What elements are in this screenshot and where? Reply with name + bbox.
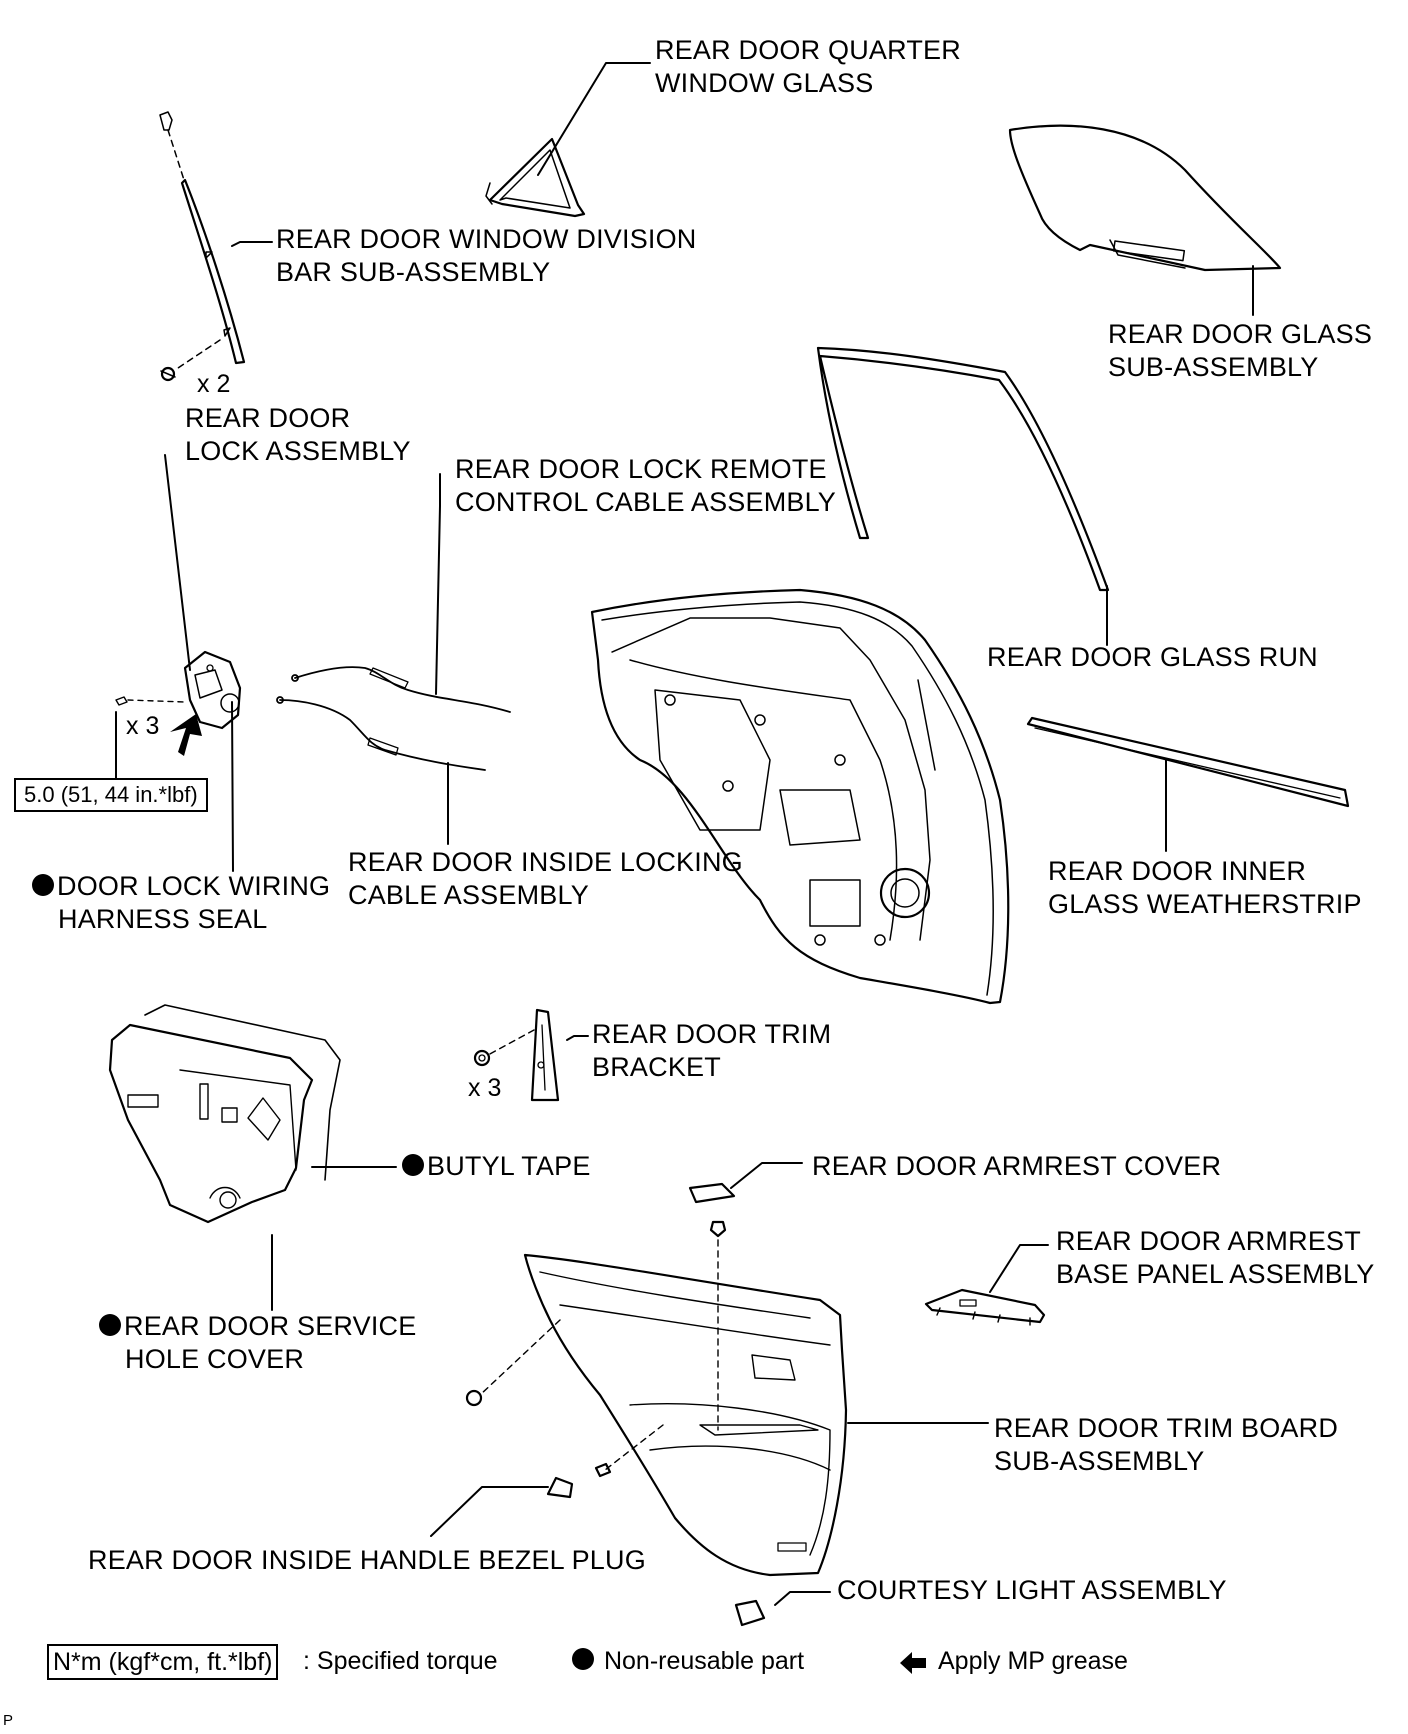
label-inside-locking-cable: REAR DOOR INSIDE LOCKING CABLE ASSEMBLY bbox=[348, 847, 743, 910]
legend-torque-desc: : Specified torque bbox=[303, 1647, 498, 1675]
label-trim-board: REAR DOOR TRIM BOARD SUB-ASSEMBLY bbox=[994, 1413, 1339, 1476]
service-hole-cover bbox=[108, 1004, 341, 1224]
legend-torque-unit-box: N*m (kgf*cm, ft.*lbf) bbox=[47, 1644, 279, 1680]
label-bezel-plug: REAR DOOR INSIDE HANDLE BEZEL PLUG bbox=[88, 1545, 646, 1575]
non-reusable-dot bbox=[99, 1313, 121, 1336]
label-remote-control-cable: REAR DOOR LOCK REMOTE CONTROL CABLE ASSE… bbox=[455, 454, 837, 517]
rear-door-glass bbox=[1008, 124, 1282, 272]
label-harness-seal: DOOR LOCK WIRING HARNESS SEAL bbox=[32, 870, 330, 936]
legend-non-reusable: Non-reusable part bbox=[572, 1645, 804, 1677]
figure-code: P bbox=[3, 1712, 14, 1729]
qty-division-bar-screws: x 2 bbox=[197, 370, 231, 398]
label-armrest-cover: REAR DOOR ARMREST COVER bbox=[812, 1151, 1222, 1181]
armrest-cover bbox=[688, 1182, 736, 1204]
rear-door-glass-run bbox=[816, 346, 1110, 592]
label-lock-assembly: REAR DOOR LOCK ASSEMBLY bbox=[185, 403, 411, 466]
courtesy-light bbox=[734, 1599, 766, 1627]
label-glass-run: REAR DOOR GLASS RUN bbox=[987, 642, 1318, 672]
remote-control-cable bbox=[291, 666, 511, 713]
armrest-base-panel bbox=[924, 1288, 1046, 1326]
torque-spec-box: 5.0 (51, 44 in.*lbf) bbox=[14, 778, 208, 812]
label-armrest-base-panel: REAR DOOR ARMREST BASE PANEL ASSEMBLY bbox=[1056, 1226, 1375, 1289]
label-window-division-bar: REAR DOOR WINDOW DIVISION BAR SUB-ASSEMB… bbox=[276, 224, 697, 287]
inside-handle-bezel-plug bbox=[546, 1476, 574, 1499]
apply-grease-arrow bbox=[170, 714, 202, 756]
rear-door-trim-bracket bbox=[473, 1008, 560, 1102]
legend-grease: Apply MP grease bbox=[938, 1647, 1128, 1675]
leader-lines bbox=[115, 62, 1254, 1606]
rear-door-lock-assembly bbox=[115, 650, 242, 730]
grease-arrow-icon bbox=[900, 1652, 926, 1674]
label-trim-bracket: REAR DOOR TRIM BRACKET bbox=[592, 1019, 832, 1082]
qty-bracket-bolts: x 3 bbox=[468, 1074, 502, 1102]
label-service-hole-cover: REAR DOOR SERVICE HOLE COVER bbox=[99, 1310, 416, 1376]
non-reusable-dot bbox=[572, 1648, 594, 1671]
non-reusable-dot bbox=[32, 873, 54, 896]
inside-locking-cable bbox=[276, 696, 486, 771]
label-quarter-window-glass: REAR DOOR QUARTER WINDOW GLASS bbox=[655, 35, 961, 98]
trim-board bbox=[465, 1220, 848, 1577]
label-inner-glass-weatherstrip: REAR DOOR INNER GLASS WEATHERSTRIP bbox=[1048, 856, 1362, 919]
label-butyl-tape: BUTYL TAPE bbox=[402, 1150, 591, 1183]
inner-glass-weatherstrip bbox=[1026, 716, 1350, 808]
quarter-window-glass bbox=[485, 137, 586, 218]
rear-door-frame bbox=[590, 588, 1010, 1005]
label-courtesy-light: COURTESY LIGHT ASSEMBLY bbox=[837, 1575, 1227, 1605]
non-reusable-dot bbox=[402, 1153, 424, 1176]
qty-lock-screws: x 3 bbox=[126, 712, 160, 740]
label-rear-door-glass: REAR DOOR GLASS SUB-ASSEMBLY bbox=[1108, 319, 1373, 382]
window-division-bar bbox=[159, 111, 246, 382]
